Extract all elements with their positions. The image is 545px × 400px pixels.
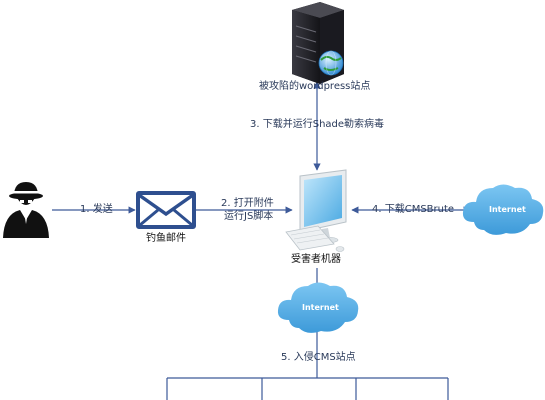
hacker-icon: [3, 182, 49, 238]
server-label: 被攻陷的wordpress站点: [259, 81, 371, 92]
edge-label-download-cmsbrute: 4. 下载CMSBrute: [372, 204, 455, 215]
edge-label-run-js: 运行JS脚本: [224, 211, 274, 222]
envelope-icon: [136, 191, 196, 229]
email-label: 钓鱼邮件: [146, 233, 186, 244]
edge-label-open-attachment: 2. 打开附件: [221, 198, 274, 209]
edge-label-intrude-cms: 5. 入侵CMS站点: [281, 352, 356, 363]
edge-label-download-shade: 3. 下载并运行Shade勒索病毒: [250, 119, 385, 130]
internet-right-label: Internet: [489, 205, 526, 214]
computer-icon: [285, 169, 347, 252]
internet-bottom-label: Internet: [302, 303, 339, 312]
cloud-icon: [462, 184, 544, 235]
cloud-icon: [277, 282, 359, 333]
victim-label: 受害者机器: [291, 254, 341, 265]
server-icon: [292, 2, 344, 84]
edge-label-send: 1. 发送: [80, 204, 113, 215]
